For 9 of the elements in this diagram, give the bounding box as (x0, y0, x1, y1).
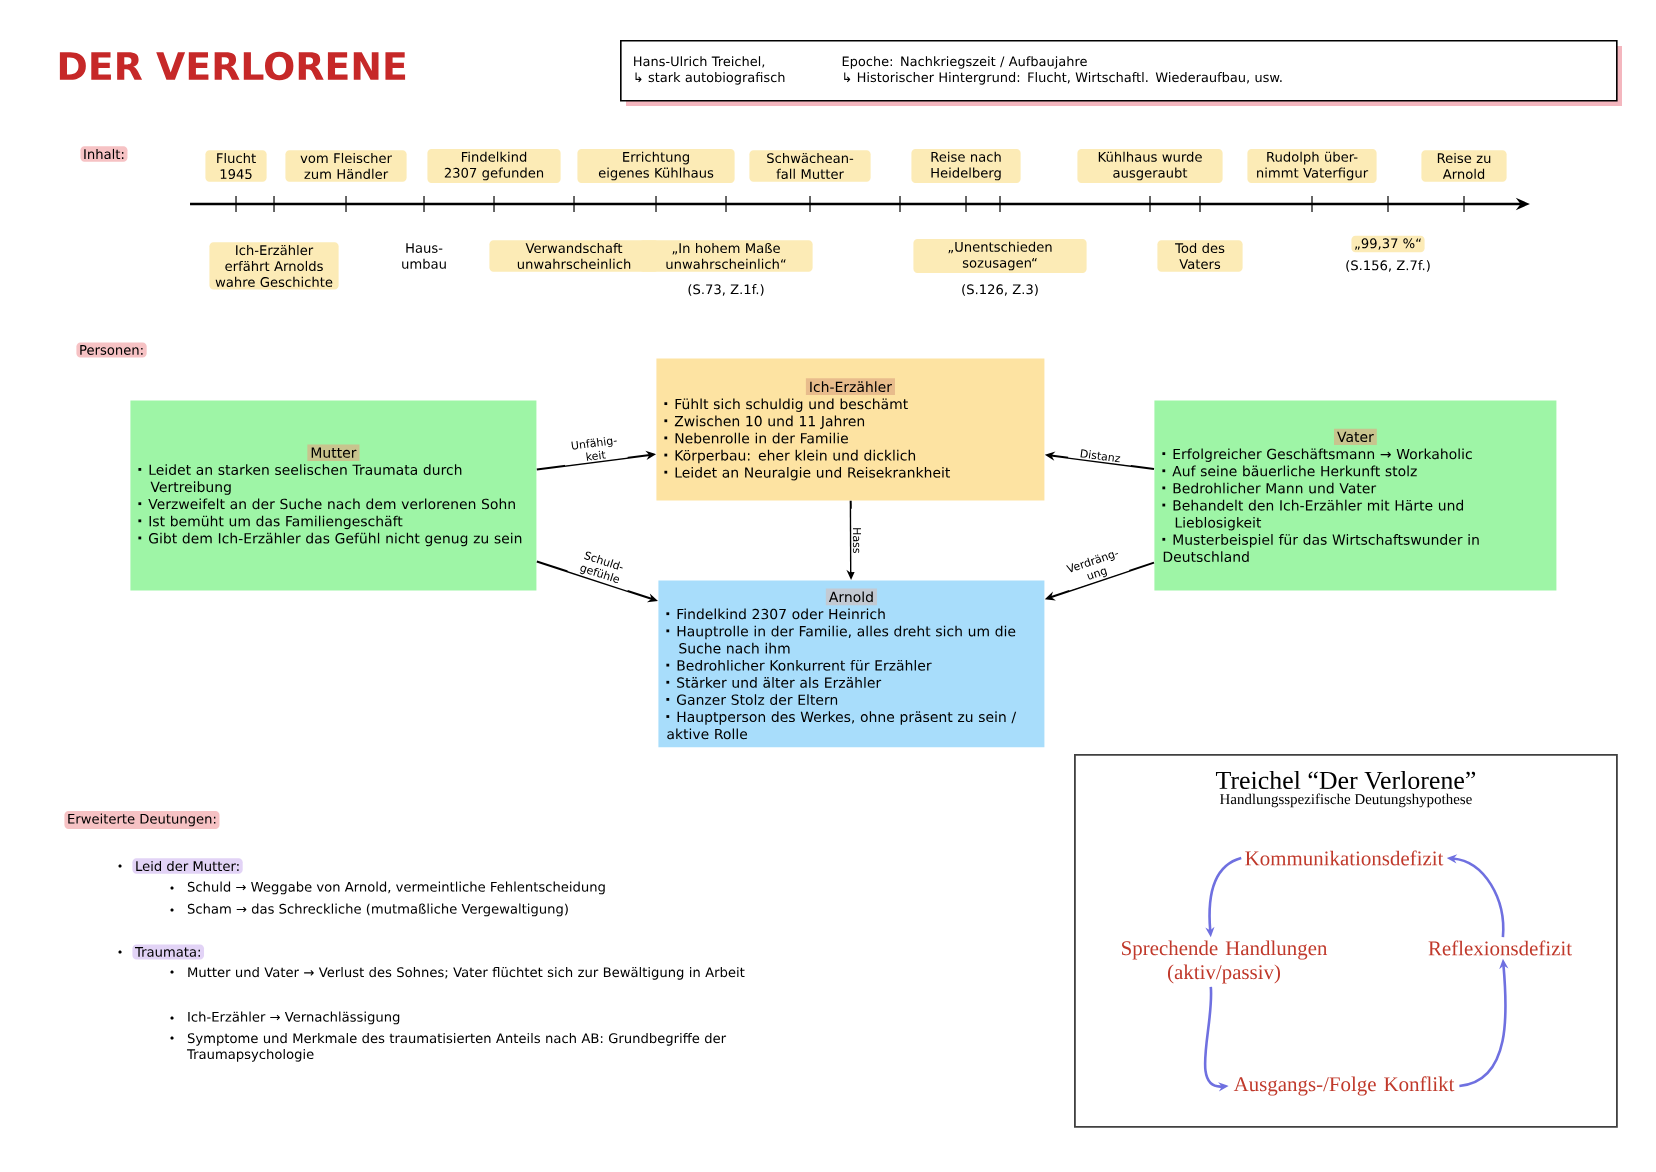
cycle-term: Ausgangs-/Folge Konflikt (1233, 1076, 1455, 1096)
character-box (656, 358, 1045, 501)
title: DER VERLORENE (59, 51, 406, 81)
character-box (1154, 400, 1557, 591)
cycle-term: Reflexionsdefizit (1428, 940, 1572, 956)
cycle-term: Sprechende Handlungen (aktiv/passiv) (1122, 940, 1328, 984)
character-box (130, 400, 537, 591)
cycle-term: Kommunikationsdefizit (1245, 850, 1444, 866)
character-box (658, 580, 1045, 748)
